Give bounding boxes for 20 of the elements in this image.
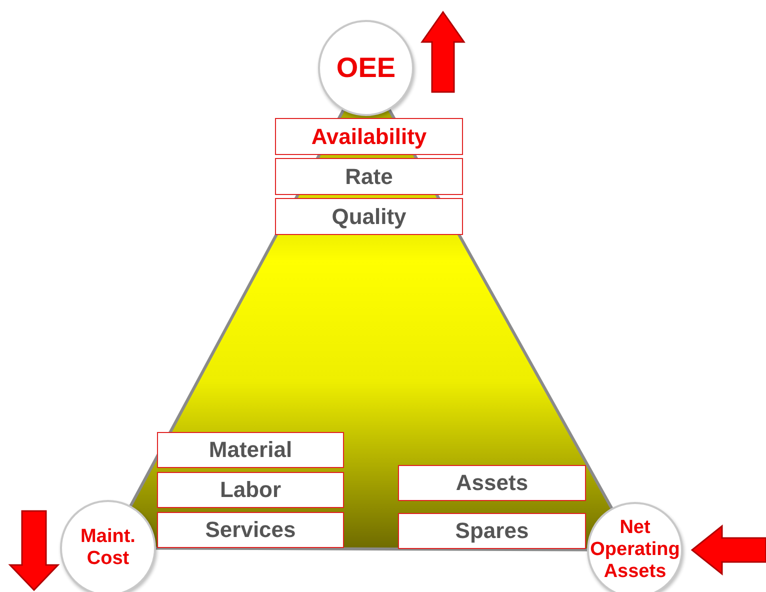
factor-label: Material	[208, 437, 292, 463]
factor-box	[275, 158, 463, 195]
factor-label: Spares	[455, 518, 529, 544]
factor-label: Services	[205, 517, 296, 543]
metric-circle	[587, 502, 683, 592]
factor-label: Labor	[220, 477, 282, 503]
metric-label: OEE	[335, 52, 397, 84]
factor-box	[398, 513, 586, 549]
factor-box	[275, 118, 463, 155]
metric-label: Net Operating Assets	[589, 517, 681, 583]
factor-box	[157, 432, 344, 468]
factor-box	[157, 512, 344, 548]
factor-box	[275, 198, 463, 235]
factor-box	[157, 472, 344, 508]
factor-label: Quality	[332, 204, 406, 230]
factor-label: Assets	[456, 470, 528, 496]
factor-box	[398, 465, 586, 501]
metric-label: Maint. Cost	[80, 526, 136, 570]
factor-label: Availability	[311, 124, 427, 150]
factor-label: Rate	[345, 164, 393, 190]
